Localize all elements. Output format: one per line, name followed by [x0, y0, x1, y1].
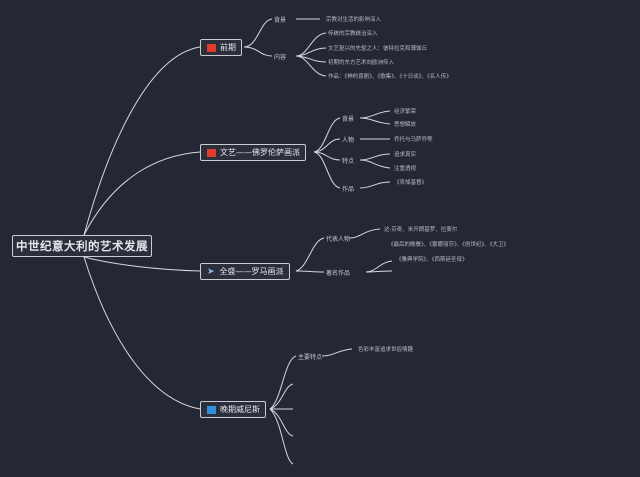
group-label[interactable]: 背景 [274, 17, 287, 24]
leaf-item[interactable]: 《雅典学院》、《西斯廷圣母》 [396, 257, 468, 263]
blue-flag-icon [207, 405, 216, 414]
leaf-item[interactable]: 思想解放 [394, 122, 417, 128]
group-label[interactable]: 主要特点 [298, 354, 323, 361]
leaf-item[interactable]: 宗教对生活的影响深入 [326, 17, 382, 23]
red-flag-icon [207, 148, 216, 157]
branch-title: 文艺——佛罗伦萨画派 [220, 148, 300, 157]
group-label[interactable]: 著名作品 [326, 270, 351, 277]
paper-plane-icon: ➤ [207, 266, 215, 277]
leaf-item[interactable]: 色彩丰富追求世俗情趣 [358, 347, 414, 353]
leaf-item[interactable]: 传统的宗教统治深入 [328, 31, 378, 37]
root-title: 中世纪意大利的艺术发展 [16, 239, 148, 253]
group-label[interactable]: 人物 [342, 137, 355, 144]
leaf-item[interactable]: 乔托与马萨乔等 [394, 137, 433, 143]
leaf-item[interactable]: 注重透视 [394, 166, 417, 172]
branch-rome[interactable]: ➤ 全盛——罗马画派 [200, 263, 290, 280]
red-flag-icon [207, 43, 216, 52]
leaf-item[interactable]: 初期的东方艺术向欧洲传入 [328, 60, 395, 66]
leaf-item[interactable]: 《哀悼基督》 [394, 180, 428, 186]
leaf-item[interactable]: 《最后的晚餐》、《蒙娜丽莎》、《创世纪》、《大卫》 [388, 242, 510, 248]
root-node[interactable]: 中世纪意大利的艺术发展 [12, 235, 152, 257]
group-label[interactable]: 代表人物 [326, 236, 351, 243]
branch-florence[interactable]: 文艺——佛罗伦萨画派 [200, 144, 306, 161]
branch-early[interactable]: 前期 [200, 39, 242, 56]
branch-title: 前期 [220, 43, 236, 52]
branch-title: 全盛——罗马画派 [219, 267, 284, 276]
group-label[interactable]: 内容 [274, 54, 287, 61]
leaf-item[interactable]: 作品：《神的喜剧》、《歌集》、《十日谈》、《名人传》 [328, 74, 452, 80]
branch-title: 晚期威尼斯 [220, 405, 260, 414]
group-label[interactable]: 背景 [342, 116, 355, 123]
leaf-item[interactable]: 追求真实 [394, 152, 417, 158]
leaf-item[interactable]: 达·芬奇、米开朗基罗、拉斐尔 [384, 227, 458, 233]
leaf-item[interactable]: 文艺复兴的先驱之人：彼特拉克和薄伽丘 [328, 46, 428, 52]
group-label[interactable]: 作品 [342, 186, 355, 193]
group-label[interactable]: 特点 [342, 158, 355, 165]
leaf-item[interactable]: 经济繁荣 [394, 109, 417, 115]
branch-venice[interactable]: 晚期威尼斯 [200, 401, 266, 418]
